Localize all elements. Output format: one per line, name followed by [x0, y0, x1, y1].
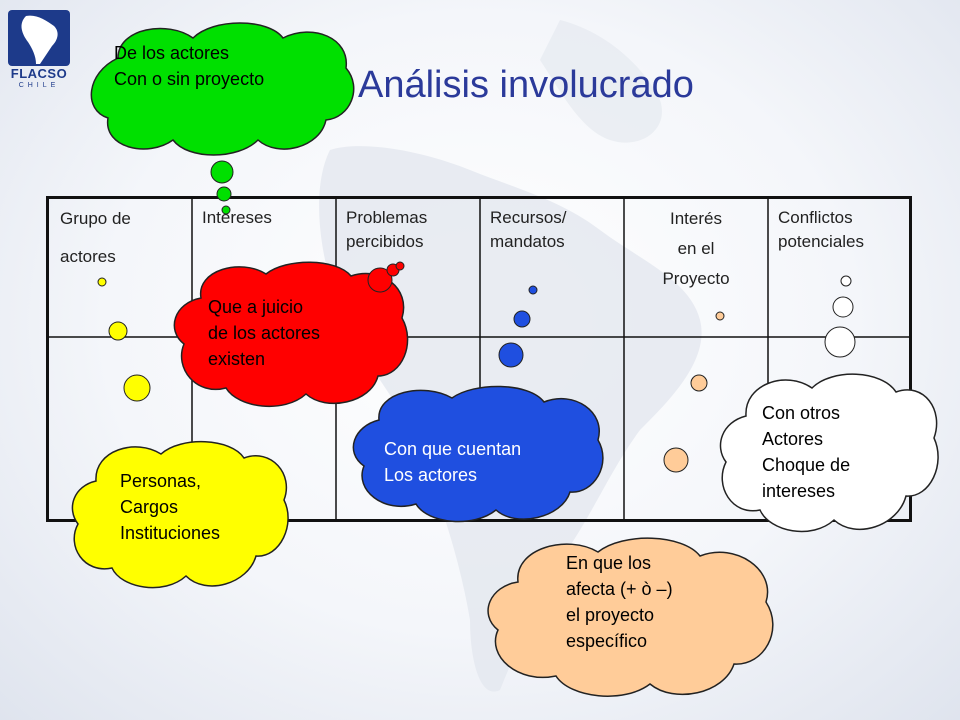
slide-title: Análisis involucrado: [358, 64, 694, 106]
green-cloud: [90, 22, 355, 156]
yellow-cloud: [71, 440, 289, 589]
peach-cloud-text: En que los afecta (+ ò –) el proyecto es…: [566, 553, 673, 651]
header-conflictos-potenciales: Conflictos potenciales: [778, 208, 865, 251]
header-grupo-de-actores: Grupo de actores: [60, 209, 131, 266]
red-cloud: [173, 261, 409, 408]
peach-cloud: [487, 537, 774, 697]
header-interes-en-el-proyecto: Interés en el Proyecto: [662, 209, 730, 288]
header-problemas-percibidos: Problemas percibidos: [346, 208, 428, 251]
blue-cloud-text: Con que cuentan Los actores: [384, 439, 522, 485]
green-cloud-text: De los actores Con o sin proyecto: [114, 43, 265, 89]
header-recursos-mandatos: Recursos/ mandatos: [490, 208, 567, 251]
logo-subtitle: CHILE: [18, 82, 60, 89]
flacso-logo-icon: [8, 10, 70, 66]
logo-name: FLACSO: [10, 66, 68, 81]
white-cloud-text: Con otros Actores Choque de intereses: [762, 403, 851, 501]
blue-cloud: [352, 385, 604, 523]
yellow-cloud-text: Personas, Cargos Instituciones: [120, 471, 221, 543]
white-cloud: [719, 373, 939, 533]
red-cloud-text: Que a juicio de los actores existen: [208, 297, 321, 369]
header-intereses: Intereses: [202, 208, 272, 227]
